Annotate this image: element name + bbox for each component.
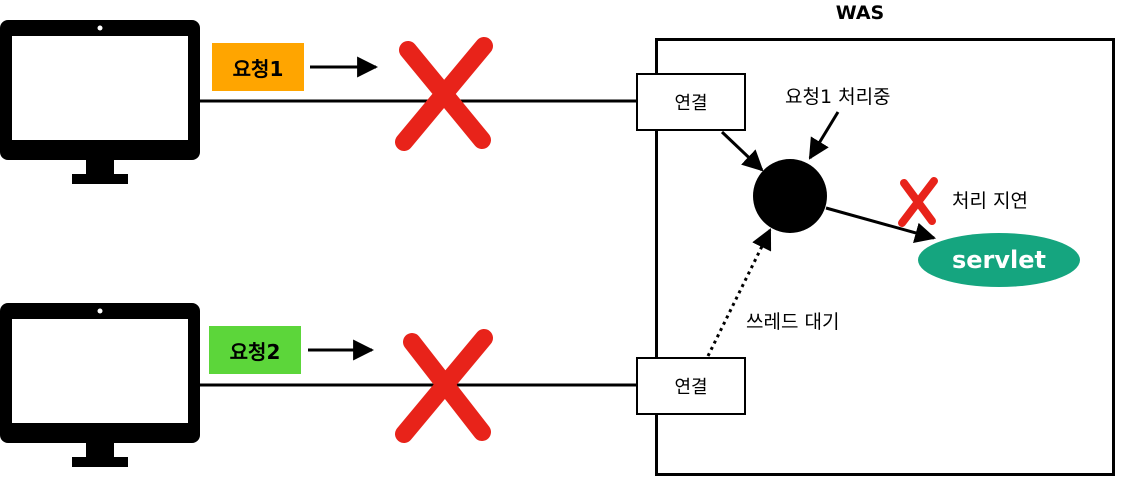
was-title: WAS — [835, 2, 885, 24]
servlet-delay-label: 처리 지연 — [952, 190, 1028, 212]
connection-box-2: 연결 — [636, 357, 746, 415]
cross-icon-2 — [395, 329, 493, 443]
thread-wait-dotted-arrow — [706, 228, 772, 357]
was-container — [655, 38, 1115, 476]
cross-icon-1 — [395, 37, 493, 151]
request-badge-2: 요청2 — [209, 326, 301, 374]
connection-box-1: 연결 — [636, 73, 746, 131]
thread-processing-label: 요청1 처리중 — [785, 86, 891, 108]
thread-waiting-label: 쓰레드 대기 — [746, 311, 840, 333]
monitor-icon-2 — [0, 303, 200, 467]
thread-to-servlet-arrow — [825, 206, 937, 244]
servlet-ellipse: servlet — [918, 233, 1080, 287]
delay-cross-icon — [898, 177, 938, 227]
connection-to-thread-arrow — [720, 130, 764, 172]
monitor-icon-1 — [0, 20, 200, 184]
processing-label-arrow — [808, 111, 840, 160]
thread-circle — [753, 159, 827, 233]
request-badge-1: 요청1 — [212, 43, 304, 91]
